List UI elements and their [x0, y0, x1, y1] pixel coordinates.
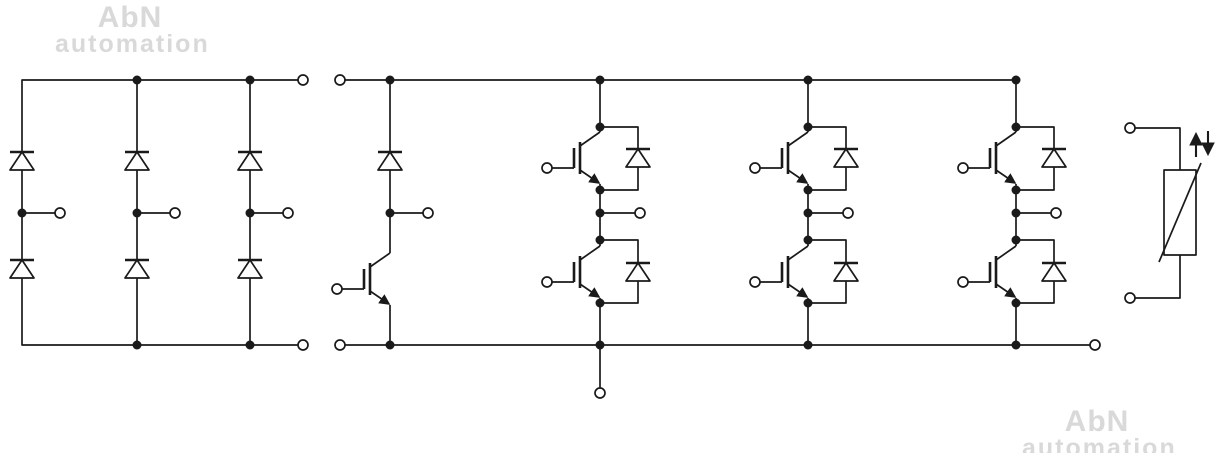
- junction-dot: [595, 235, 605, 245]
- junction-dot: [132, 340, 142, 350]
- igbt-bottom: [542, 246, 600, 297]
- thermistor-diagonal: [1158, 162, 1202, 263]
- junction-dot: [245, 340, 255, 350]
- junction-dot: [132, 75, 142, 85]
- brake-chopper: [332, 80, 434, 345]
- igbt-top: [542, 132, 600, 183]
- rectifier-diode-top-2: [123, 150, 151, 172]
- dc-plus-input-terminal: [334, 74, 346, 86]
- junction-dot: [595, 208, 605, 218]
- rectifier-bridge: [8, 74, 309, 351]
- junction-dot: [803, 298, 813, 308]
- phase-output-terminal-1: [634, 207, 646, 219]
- junction-dot: [803, 235, 813, 245]
- freewheel-diode-bottom: [624, 261, 652, 283]
- junction-dot: [595, 298, 605, 308]
- ac-input-terminal-1: [54, 207, 66, 219]
- junction-dot: [1011, 185, 1021, 195]
- junction-dot: [132, 208, 142, 218]
- ac-input-terminal-3: [282, 207, 294, 219]
- igbt-bottom: [750, 246, 808, 297]
- freewheel-diode-bottom: [832, 261, 860, 283]
- junction-dot: [1011, 298, 1021, 308]
- freewheel-diode-top: [832, 147, 860, 169]
- dc-minus-input-terminal: [334, 339, 346, 351]
- junction-dot: [17, 208, 27, 218]
- junction-dot: [595, 185, 605, 195]
- inverter-leg-3: [958, 80, 1068, 345]
- junction-dot: [803, 208, 813, 218]
- junction-dot: [245, 208, 255, 218]
- dc-minus-right-terminal: [1089, 339, 1101, 351]
- chopper-diode: [376, 150, 404, 172]
- junction-dot: [245, 75, 255, 85]
- phase-output-terminal-3: [1050, 207, 1062, 219]
- rectifier-dc-plus-terminal: [297, 74, 309, 86]
- junction-dot: [385, 208, 395, 218]
- rectifier-diode-bottom-1: [8, 258, 36, 280]
- chopper-igbt: [332, 253, 390, 304]
- junction-dot: [1011, 235, 1021, 245]
- thermistor-bottom-terminal: [1124, 292, 1136, 304]
- auxiliary-terminal: [594, 387, 606, 399]
- junction-dot: [1011, 208, 1021, 218]
- igbt-top: [750, 132, 808, 183]
- rectifier-diode-top-3: [236, 150, 264, 172]
- chopper-output-terminal: [422, 207, 434, 219]
- igbt-bottom: [958, 246, 1016, 297]
- thermistor: [1124, 122, 1215, 304]
- thermistor-top-terminal: [1124, 122, 1136, 134]
- dc-bus: [334, 74, 1101, 399]
- thermistor-wiring: [1135, 127, 1181, 299]
- inverter-leg-2: [750, 80, 860, 345]
- freewheel-diode-top: [1040, 147, 1068, 169]
- freewheel-diode-bottom: [1040, 261, 1068, 283]
- junction-dot: [803, 122, 813, 132]
- rectifier-diode-top-1: [8, 150, 36, 172]
- freewheel-diode-top: [624, 147, 652, 169]
- junction-dot: [1011, 122, 1021, 132]
- ac-input-terminal-2: [169, 207, 181, 219]
- rectifier-diode-bottom-2: [123, 258, 151, 280]
- igbt-top: [958, 132, 1016, 183]
- junction-dot: [803, 185, 813, 195]
- inverter-leg-1: [542, 80, 652, 345]
- junction-dot: [595, 122, 605, 132]
- rectifier-diode-bottom-3: [236, 258, 264, 280]
- phase-output-terminal-2: [842, 207, 854, 219]
- rectifier-dc-minus-terminal: [297, 339, 309, 351]
